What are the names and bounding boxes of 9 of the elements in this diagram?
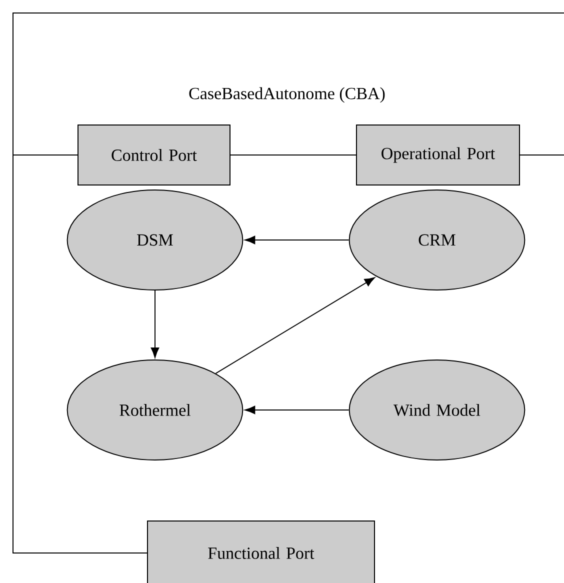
arrow (244, 406, 350, 414)
connector-line (230, 154, 356, 156)
diagram-title: CaseBasedAutonome (CBA) (189, 87, 385, 103)
arrow (244, 236, 350, 244)
arrow (150, 290, 160, 358)
port-box: Operational Port (356, 124, 520, 186)
port-box: Functional Port (147, 520, 375, 583)
arrow (215, 277, 375, 374)
port-box: Control Port (78, 124, 230, 186)
